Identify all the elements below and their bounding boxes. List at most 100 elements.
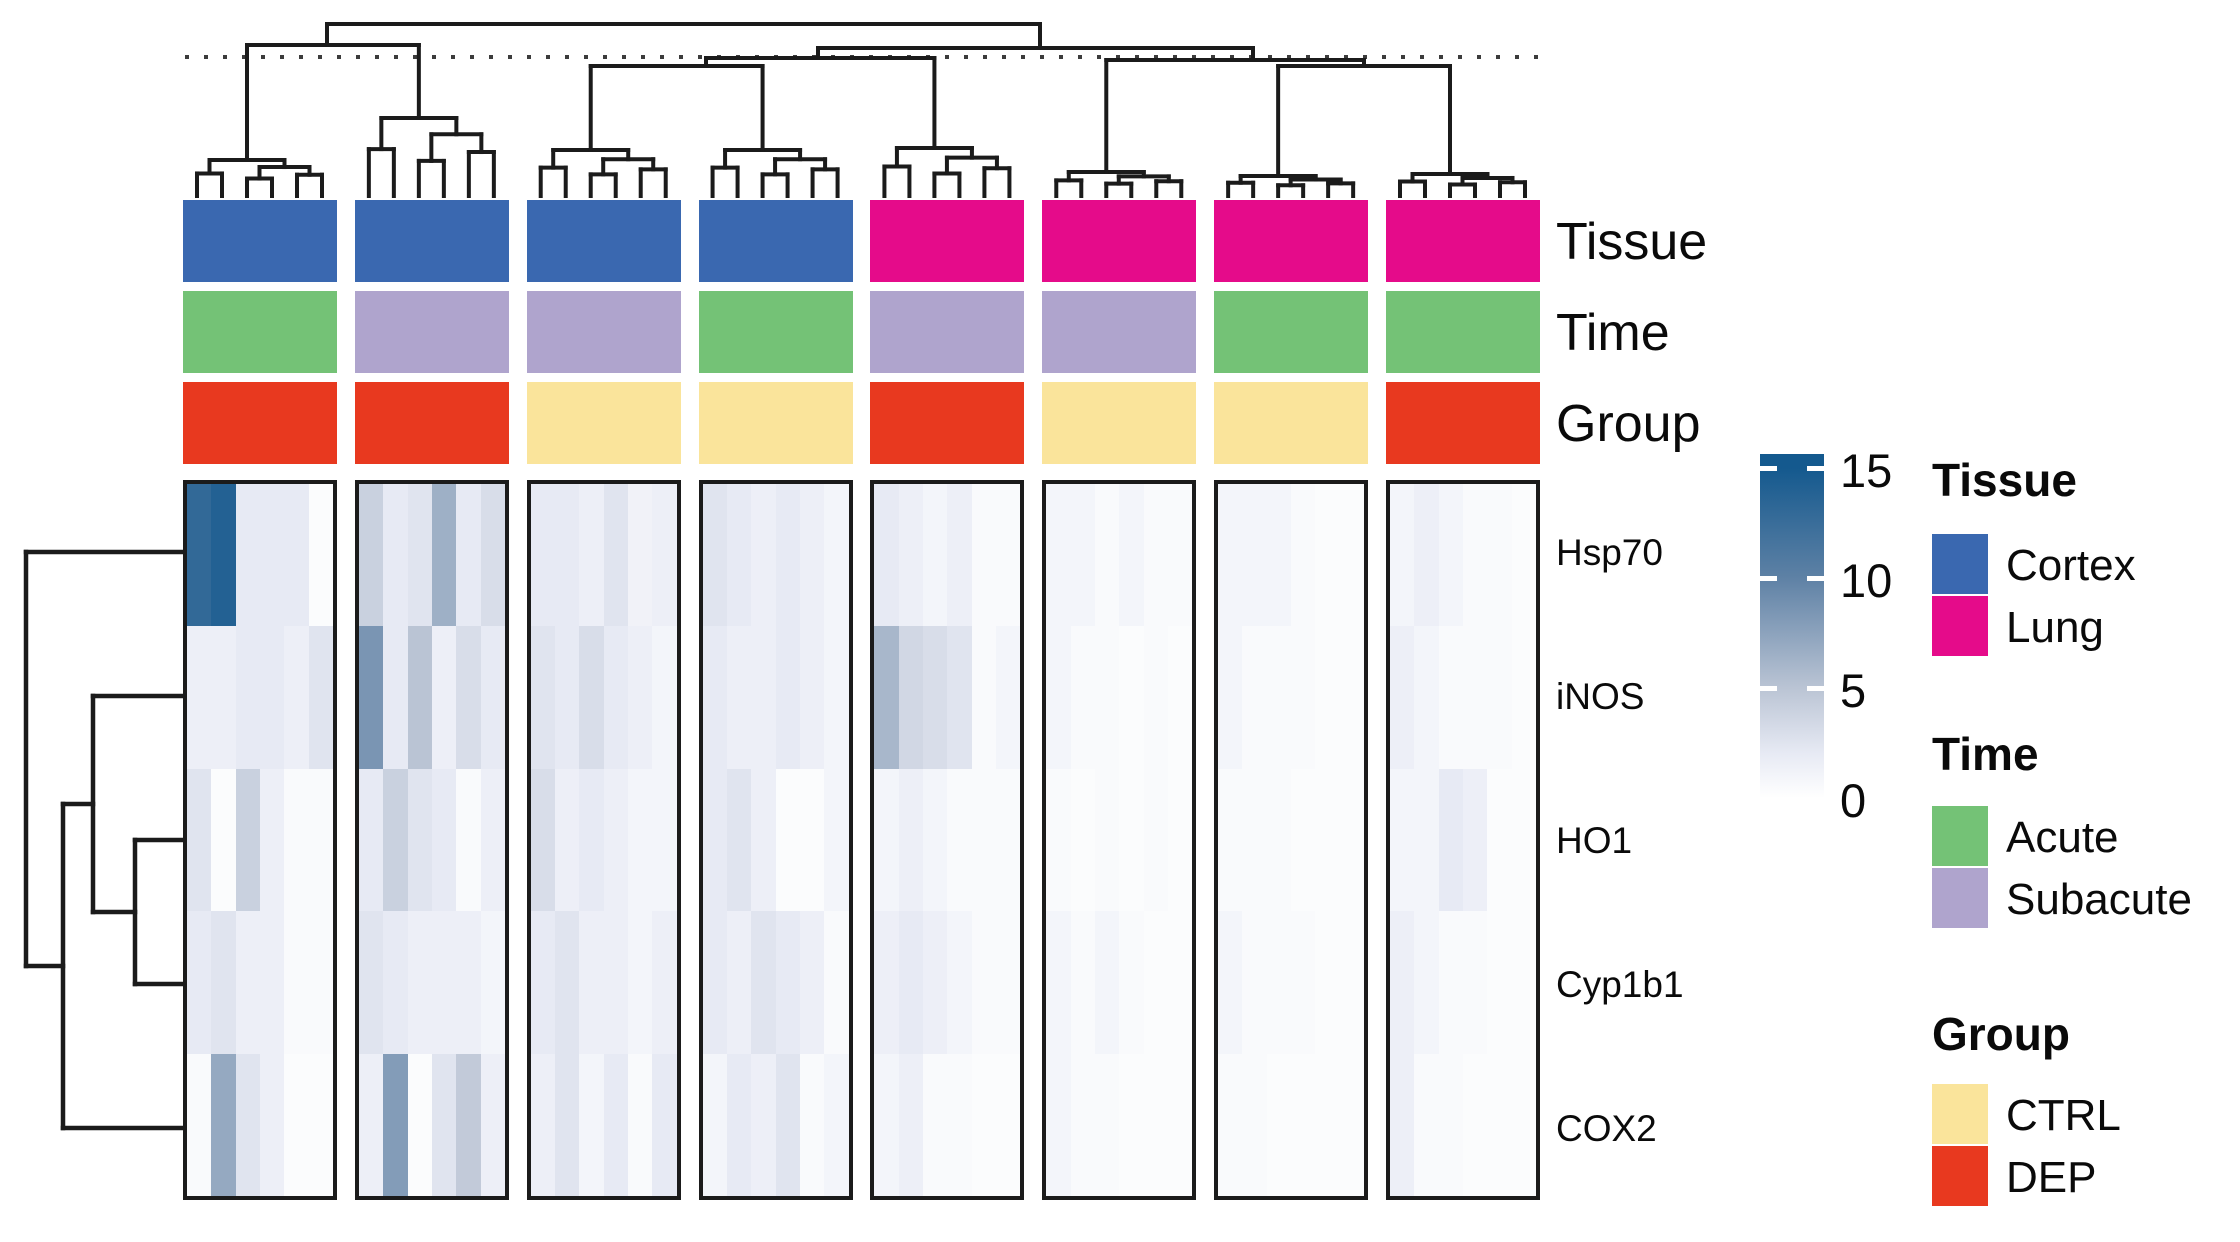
heatmap-block-8 — [1386, 480, 1540, 1200]
heatmap-cell — [1094, 626, 1120, 769]
heatmap-cell — [1463, 768, 1488, 912]
heatmap-cell — [1167, 626, 1193, 769]
annotation-group-segment-dep — [354, 382, 509, 464]
heatmap-cell — [971, 768, 997, 912]
heatmap-block-6 — [1042, 480, 1197, 1200]
heatmap-cell — [652, 911, 677, 1054]
heatmap-cell — [1487, 1053, 1512, 1196]
heatmap-cell — [824, 484, 849, 627]
heatmap-cell — [1463, 484, 1488, 627]
heatmap-cell — [1143, 484, 1168, 627]
heatmap-cell — [775, 626, 800, 769]
heatmap-cell — [996, 768, 1021, 912]
colorbar-tick-15-right — [1807, 466, 1824, 471]
heatmap-cell — [898, 1053, 924, 1196]
heatmap-cell — [824, 626, 849, 769]
heatmap-cell — [1339, 626, 1365, 769]
heatmap-cell — [775, 484, 800, 627]
heatmap-cell — [383, 484, 408, 627]
heatmap-cell — [235, 768, 260, 912]
heatmap-cell — [284, 1053, 309, 1196]
heatmap-cell — [1414, 1053, 1439, 1196]
heatmap-cell — [480, 1053, 505, 1196]
heatmap-cell — [1339, 911, 1365, 1054]
heatmap-cell — [358, 626, 384, 769]
heatmap-cell — [480, 626, 505, 769]
heatmap-cell — [1119, 626, 1144, 769]
heatmap-cell — [1143, 768, 1168, 912]
annotation-tissue-segment-cortex — [698, 200, 853, 282]
heatmap-cell — [1242, 1053, 1267, 1196]
heatmap-cell — [775, 768, 800, 912]
row-label-cox2: COX2 — [1556, 1108, 1657, 1149]
heatmap-cell — [383, 626, 408, 769]
annotation-group-segment-ctrl — [698, 382, 853, 464]
heatmap-cell — [1070, 484, 1095, 627]
heatmap-cell — [1167, 1053, 1193, 1196]
colorbar-label-15: 15 — [1840, 444, 1893, 497]
colorbar-tick-10-left — [1760, 576, 1777, 581]
heatmap-cell — [799, 911, 825, 1054]
heatmap-cell — [431, 1053, 457, 1196]
annotation-time-segment-acute — [1386, 291, 1540, 373]
heatmap-cell — [1487, 768, 1512, 912]
heatmap-cell — [1390, 1053, 1415, 1196]
heatmap-cell — [1414, 626, 1439, 769]
heatmap-cell — [1414, 768, 1439, 912]
heatmap-cell — [996, 1053, 1021, 1196]
heatmap-block-3 — [526, 480, 681, 1200]
heatmap-cell — [211, 768, 236, 912]
heatmap-cell — [603, 911, 629, 1054]
heatmap-cell — [751, 768, 776, 912]
heatmap-cell — [579, 911, 604, 1054]
heatmap-cell — [824, 1053, 849, 1196]
heatmap-block-7 — [1214, 480, 1369, 1200]
heatmap-cell — [1438, 484, 1463, 627]
heatmap-cell — [652, 1053, 677, 1196]
heatmap-cell — [923, 768, 948, 912]
colorbar-label-10: 10 — [1840, 554, 1893, 607]
heatmap-cell — [407, 1053, 432, 1196]
heatmap-cell — [211, 1053, 236, 1196]
heatmap-cell — [947, 1053, 972, 1196]
heatmap-cell — [235, 1053, 260, 1196]
heatmap-cell — [555, 1053, 580, 1196]
heatmap-cell — [308, 484, 333, 627]
annotation-group-segment-dep — [1386, 382, 1540, 464]
heatmap-cell — [1143, 1053, 1168, 1196]
heatmap-cell — [1390, 626, 1415, 769]
annotation-time-segment-subacute — [354, 291, 509, 373]
heatmap-cell — [480, 484, 505, 627]
heatmap-cell — [898, 911, 924, 1054]
annotation-group-segment-ctrl — [1042, 382, 1197, 464]
heatmap-cell — [284, 768, 309, 912]
heatmap-cell — [1143, 626, 1168, 769]
heatmap-cell — [1315, 1053, 1340, 1196]
annotation-tissue-segment-lung — [1042, 200, 1197, 282]
legend-label-lung: Lung — [2006, 603, 2104, 652]
heatmap-cell — [1242, 768, 1267, 912]
heatmap-cell — [603, 1053, 629, 1196]
heatmap-cell — [751, 1053, 776, 1196]
legend-label-dep: DEP — [2006, 1153, 2097, 1202]
heatmap-cell — [751, 484, 776, 627]
annotation-time-segment-subacute — [526, 291, 681, 373]
heatmap-cell — [1291, 1053, 1316, 1196]
heatmap-cell — [1291, 484, 1316, 627]
heatmap-cell — [726, 1053, 752, 1196]
legend-swatch-dep — [1932, 1146, 1988, 1206]
annotation-label-group: Group — [1556, 395, 1701, 453]
heatmap-cell — [407, 484, 432, 627]
row-label-hsp70: Hsp70 — [1556, 532, 1663, 573]
legend-time-title: Time — [1932, 728, 2039, 780]
heatmap-cell — [211, 911, 236, 1054]
heatmap-cell — [702, 1053, 727, 1196]
annotation-label-tissue: Tissue — [1556, 213, 1708, 271]
heatmap-cell — [1339, 1053, 1365, 1196]
heatmap-cell — [603, 484, 629, 627]
heatmap-cell — [874, 911, 899, 1054]
heatmap-cell — [555, 626, 580, 769]
heatmap-cell — [383, 768, 408, 912]
